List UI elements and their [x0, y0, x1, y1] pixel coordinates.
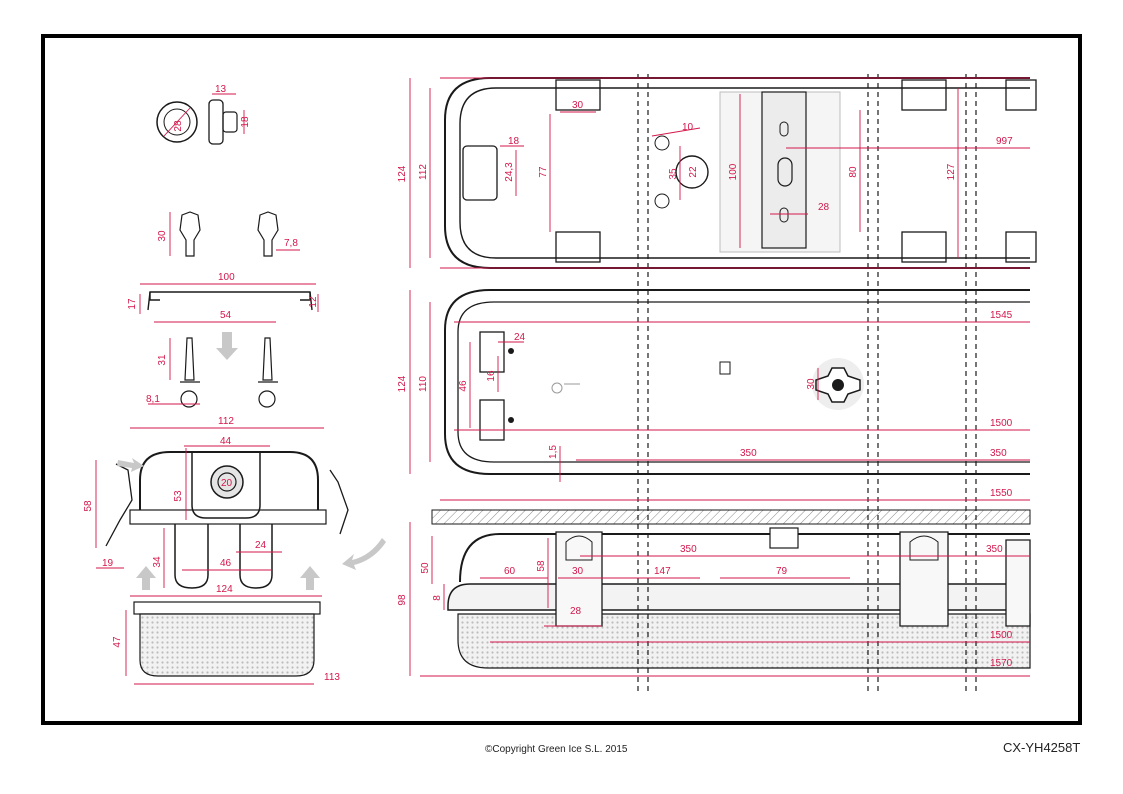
dim-label: 350	[990, 448, 1007, 459]
mounting-bracket	[147, 291, 313, 311]
dim-label: 10	[682, 122, 694, 133]
dim-label: 22	[688, 166, 699, 178]
dimension-lines	[95, 77, 1030, 685]
dim-label: 997	[996, 136, 1013, 147]
dim-label: 100	[218, 272, 235, 283]
screws	[180, 337, 278, 408]
dim-label: 58	[83, 500, 94, 512]
dim-label: 28	[173, 120, 184, 132]
rotation-knob	[812, 358, 864, 410]
dim-label: 30	[806, 378, 817, 390]
dim-label: 44	[220, 436, 232, 447]
up-arrow-icon	[136, 566, 156, 590]
dim-label: 100	[728, 163, 739, 180]
dim-label: 12	[308, 296, 319, 308]
bottom-view	[444, 289, 1030, 475]
dim-label: 7,8	[284, 238, 298, 249]
dim-label: 46	[458, 380, 469, 392]
dim-label: 1500	[990, 418, 1013, 429]
dim-label: 30	[572, 100, 584, 111]
dim-label: 30	[572, 566, 584, 577]
dim-label: 24	[514, 332, 526, 343]
dim-label: 79	[776, 566, 788, 577]
gland-icon	[210, 465, 244, 499]
fixing-clips	[179, 211, 279, 257]
dim-label: 1500	[990, 630, 1013, 641]
dim-label: 124	[397, 375, 408, 392]
dim-label: 350	[986, 544, 1003, 555]
cross-section	[105, 451, 349, 589]
dim-label: 1,5	[548, 445, 559, 459]
dim-label: 350	[740, 448, 757, 459]
dim-label: 16	[486, 370, 497, 382]
top-view	[444, 77, 1037, 269]
diffuser	[133, 601, 321, 677]
dim-label: 18	[240, 116, 251, 128]
side-view	[431, 509, 1031, 669]
dim-label: 113	[324, 672, 340, 683]
drawing-code: CX-YH4258T	[1003, 740, 1081, 755]
dim-label: 28	[818, 202, 830, 213]
dim-label: 1545	[990, 310, 1013, 321]
copyright-text: ©Copyright Green Ice S.L. 2015	[485, 744, 628, 755]
dimension-labels: 28 13 18 30 7,8 100 17 12 54 31 8,1 112 …	[83, 84, 1013, 683]
dim-label: 24,3	[504, 162, 515, 182]
up-arrow-icon	[300, 566, 320, 590]
dim-label: 53	[173, 490, 184, 502]
dim-label: 19	[102, 558, 114, 569]
dim-label: 110	[418, 376, 429, 392]
dim-label: 24	[255, 540, 267, 551]
dim-label: 13	[215, 84, 227, 95]
dim-label: 350	[680, 544, 697, 555]
dim-label: 127	[946, 163, 957, 180]
dim-label: 47	[112, 636, 123, 648]
right-arrow-icon	[117, 458, 144, 472]
dim-label: 112	[418, 164, 429, 180]
dim-label: 80	[848, 166, 859, 178]
dim-label: 28	[570, 606, 582, 617]
dim-label: 30	[157, 230, 168, 242]
dim-label: 60	[504, 566, 516, 577]
curved-arrow-icon	[342, 538, 386, 570]
dim-label: 98	[397, 594, 408, 606]
end-cap-detail	[156, 99, 238, 145]
dim-label: 35	[668, 168, 679, 180]
dim-label: 1550	[990, 488, 1013, 499]
dim-label: 124	[216, 584, 233, 595]
dim-label: 34	[152, 556, 163, 568]
dim-label: 20	[221, 478, 233, 489]
dim-label: 54	[220, 310, 232, 321]
dim-label: 31	[157, 354, 168, 366]
dim-label: 18	[508, 136, 520, 147]
dim-label: 1570	[990, 658, 1013, 669]
dim-label: 112	[218, 416, 234, 427]
dim-label: 124	[397, 165, 408, 182]
dim-label: 8,1	[146, 394, 160, 405]
break-lines	[637, 74, 977, 692]
dim-label: 58	[536, 560, 547, 572]
dim-label: 17	[127, 298, 138, 310]
dim-label: 77	[538, 166, 549, 178]
dim-label: 50	[420, 562, 431, 574]
down-arrow-icon	[216, 332, 238, 360]
dim-label: 147	[654, 566, 671, 577]
dim-label: 46	[220, 558, 232, 569]
dim-label: 8	[432, 595, 443, 601]
